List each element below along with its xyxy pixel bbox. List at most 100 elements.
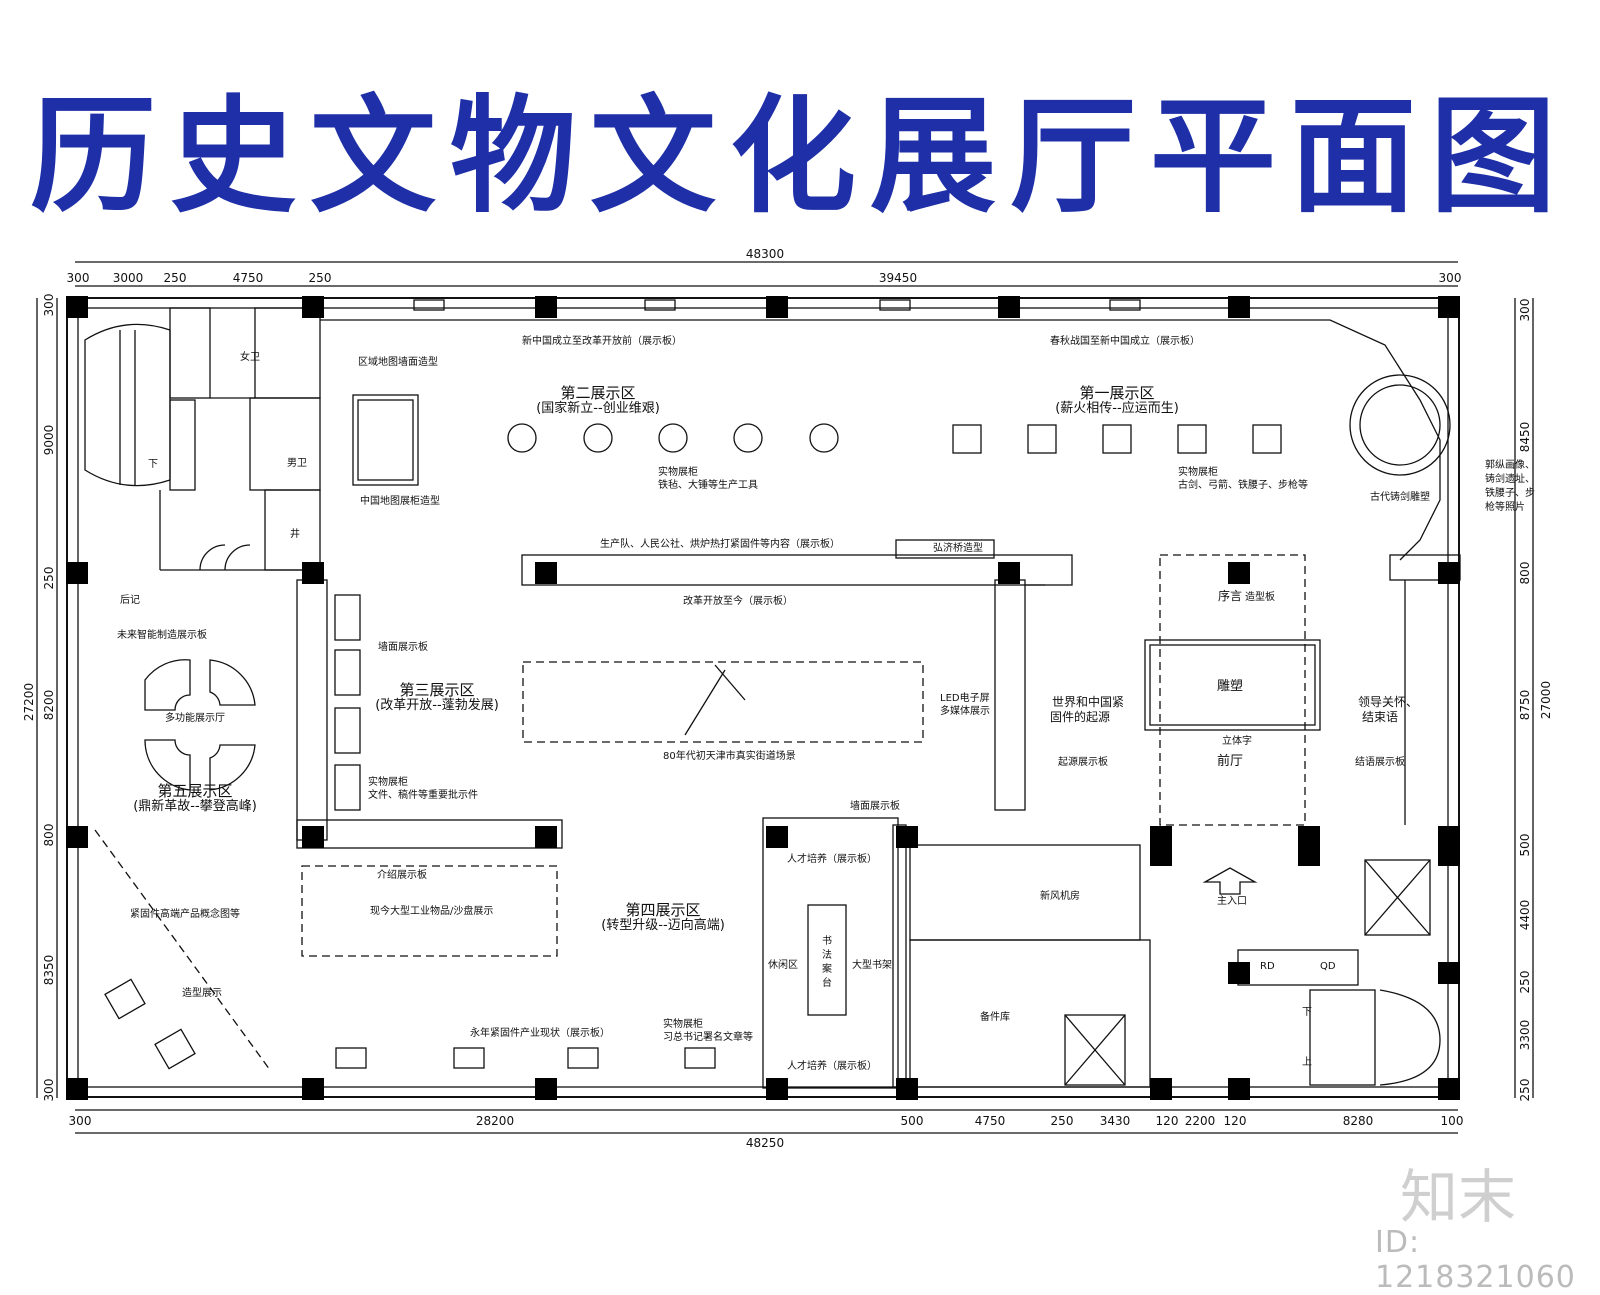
dim-bottom-k: 100: [1441, 1114, 1464, 1128]
zone-1-title: 第一展示区: [1079, 384, 1154, 402]
dim-bottom-total: 48250: [746, 1136, 784, 1150]
column: [1438, 296, 1460, 318]
wall-right-of-zone3: [994, 579, 1026, 811]
label-wall-board-2: 墙面展示板: [850, 799, 900, 812]
label-led-1: LED电子屏: [940, 691, 990, 704]
curved-path: [94, 829, 271, 1071]
label-board-production: 生产队、人民公社、烘炉热打紧固件等内容（展示板）: [600, 537, 840, 550]
outer-wall: [66, 297, 1460, 1098]
rd-qd-room: [1237, 949, 1359, 986]
zone-5-title: 第五展示区: [157, 782, 232, 800]
label-shaft: 井: [290, 527, 300, 540]
circle-case-4: [733, 423, 763, 453]
dim-left-f: 8350: [42, 955, 56, 986]
mens-room: [249, 397, 321, 491]
air-room: [909, 844, 1141, 941]
zone-2-subtitle: (国家新立--创业维艰): [536, 400, 660, 416]
dim-top-e: 250: [309, 271, 332, 285]
column: [1150, 1078, 1172, 1100]
square-case-3: [1102, 424, 1132, 454]
stair-bottom-right: [1309, 989, 1376, 1086]
zone-5-subtitle: (鼎新革故--攀登高峰): [133, 798, 257, 814]
column: [535, 826, 557, 848]
label-product-concept: 紧固件高端产品概念图等: [130, 907, 240, 920]
label-region-map-wall: 区域地图墙面造型: [358, 355, 438, 368]
label-3d-text: 立体字: [1222, 734, 1252, 747]
label-intro-board: 介绍展示板: [377, 868, 427, 881]
page-title: 历史文物文化展厅平面图: [30, 83, 1570, 230]
multi-hall-seat-4: [209, 744, 256, 791]
hongji-bridge-model: [895, 539, 995, 559]
label-street-scene: 80年代初天津市真实街道场景: [663, 749, 796, 762]
label-case-4b: 习总书记署名文章等: [663, 1030, 753, 1043]
zone-2-title: 第二展示区: [560, 384, 635, 402]
label-sand-table: 现今大型工业物品/沙盘展示: [370, 904, 493, 917]
dim-top-total: 48300: [746, 247, 784, 261]
zone-3-title: 第三展示区: [399, 681, 474, 699]
dim-top-d: 4750: [233, 271, 264, 285]
column: [998, 562, 1020, 584]
label-callig-2: 法: [822, 948, 832, 961]
watermark-logo: 知末: [1400, 1163, 1517, 1231]
zone-4-title: 第四展示区: [625, 901, 700, 919]
label-sculpture: 雕塑: [1217, 679, 1243, 694]
label-case-2a: 实物展柜: [658, 465, 698, 478]
label-board-chunqiu: 春秋战国至新中国成立（展示板）: [1050, 334, 1200, 347]
dim-right-g: 250: [1518, 971, 1532, 994]
label-stair-down-1: 下: [148, 459, 158, 470]
label-preface-board: 造型板: [1245, 590, 1275, 603]
label-main-entrance: 主入口: [1217, 895, 1247, 907]
label-callig-4: 台: [822, 976, 832, 989]
label-hongji-bridge: 弘济桥造型: [933, 541, 983, 554]
sand-table: [301, 865, 558, 957]
middle-wall: [521, 554, 1073, 586]
watermark-id: ID: 1218321060: [1375, 1225, 1576, 1295]
china-map-case: [352, 394, 419, 486]
label-board-reform: 改革开放至今（展示板）: [683, 594, 793, 607]
label-case-2b: 铁毡、大锤等生产工具: [658, 478, 758, 491]
column: [1438, 1078, 1460, 1100]
spare-room: [909, 939, 1151, 1088]
dim-left-c: 250: [42, 567, 56, 590]
dim-left-a: 300: [42, 294, 56, 317]
calligraphy-table: [807, 904, 847, 1016]
label-case-3a: 实物展柜: [368, 775, 408, 788]
label-case-1b: 古剑、弓箭、铁腰子、步枪等: [1178, 478, 1308, 491]
dim-right-f: 4400: [1518, 900, 1532, 931]
lobby-zone: [1159, 554, 1306, 826]
dim-left-e: 800: [42, 824, 56, 847]
label-guo-1: 郭纵画像、: [1485, 458, 1535, 471]
dim-left-b: 9000: [42, 425, 56, 456]
dim-right-e: 500: [1518, 834, 1532, 857]
square-case-2: [1027, 424, 1057, 454]
label-origin-2: 固件的起源: [1050, 709, 1110, 724]
label-wall-board: 墙面展示板: [378, 640, 428, 653]
column: [302, 826, 324, 848]
label-origin-board: 起源展示板: [1058, 755, 1108, 768]
column: [66, 1078, 88, 1100]
dim-right-a: 300: [1518, 299, 1532, 322]
column: [66, 296, 88, 318]
dim-bottom-h: 2200: [1185, 1114, 1216, 1128]
label-sword-sculpture: 古代铸剑雕塑: [1370, 490, 1430, 503]
label-model-display: 造型展示: [182, 986, 222, 999]
square-case-1: [952, 424, 982, 454]
elevator-2: [1364, 859, 1431, 936]
street-scene: [522, 661, 924, 743]
label-guo-3: 铁腰子、步: [1485, 486, 1535, 499]
circle-case-1: [507, 423, 537, 453]
column: [302, 1078, 324, 1100]
label-leaders-2: 结束语: [1362, 710, 1398, 724]
label-bookshelf: 大型书架: [852, 958, 892, 971]
column: [535, 1078, 557, 1100]
toilet-men-stalls: [254, 307, 321, 399]
label-board-new-china: 新中国成立至改革开放前（展示板）: [522, 334, 682, 347]
column: [535, 562, 557, 584]
dim-bottom-i: 120: [1224, 1114, 1247, 1128]
zone-1-subtitle: (薪火相传--应运而生): [1055, 400, 1179, 416]
label-origin-1: 世界和中国紧: [1052, 694, 1124, 709]
dim-top-b: 3000: [113, 271, 144, 285]
dim-bottom-f: 3430: [1100, 1114, 1131, 1128]
entrance-arrow: [1202, 867, 1258, 895]
column: [302, 562, 324, 584]
